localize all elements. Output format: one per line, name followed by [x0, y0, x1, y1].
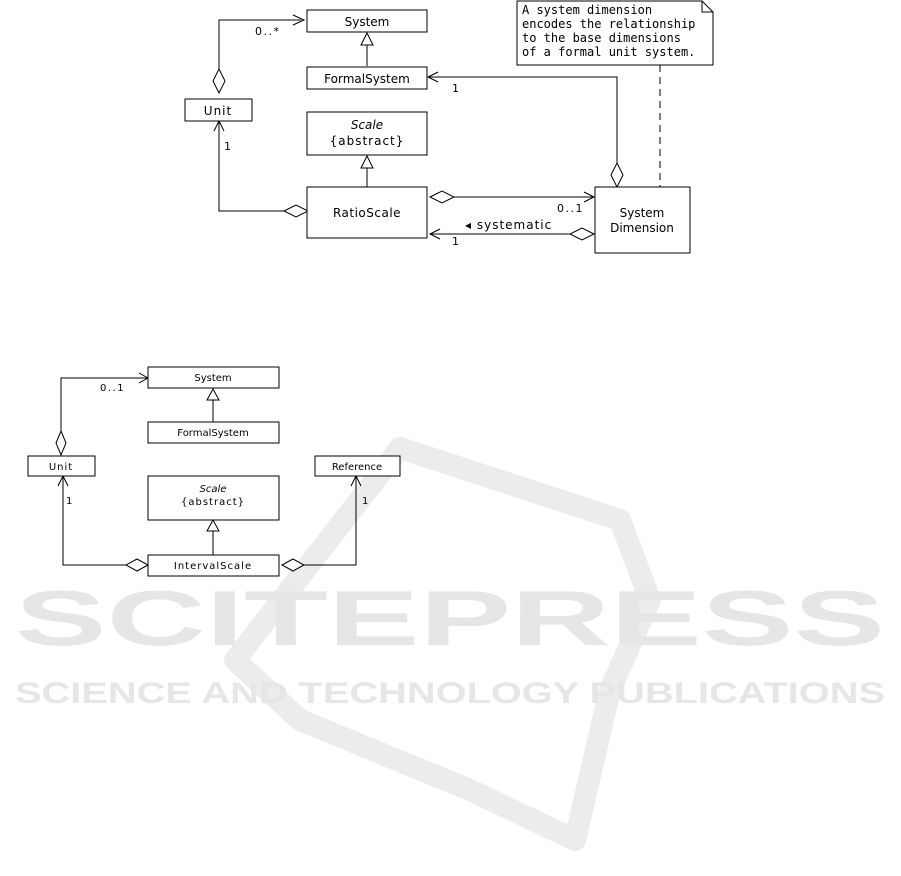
generalization-formal-system: [206, 387, 220, 422]
note-line: to the base dimensions: [522, 31, 681, 45]
class-system: System: [306, 9, 428, 33]
class-unit: Unit: [184, 98, 253, 122]
class-system: System: [147, 366, 280, 389]
aggregation-diamond: [282, 204, 310, 218]
generalization-interval-scale: [206, 518, 220, 555]
aggregation-diamond: [212, 67, 226, 95]
association-sysdim-ratio: [428, 227, 596, 241]
aggregation-diamond: [428, 190, 456, 204]
class-formal-system: FormalSystem: [147, 421, 280, 444]
generalization-ratio-scale: [360, 154, 374, 187]
aggregation-diamond: [55, 429, 67, 457]
generalization-triangle: [206, 518, 220, 532]
association-ratio-sysdim: [428, 190, 596, 204]
aggregation-diamond: [280, 558, 306, 572]
aggregation-diamond: [568, 227, 596, 241]
class-name: FormalSystem: [324, 72, 410, 86]
association-interval-reference: [280, 474, 362, 572]
multiplicity-label: 1: [362, 496, 368, 507]
note-system-dimension: A system dimension encodes the relations…: [516, 0, 714, 66]
class-name: Unit: [204, 104, 232, 118]
navigation-arrow: [428, 228, 441, 240]
aggregation-diamond: [124, 558, 150, 572]
class-reference: Reference: [314, 455, 401, 477]
class-name: System: [345, 15, 390, 29]
class-ratio-scale: RatioScale: [306, 186, 428, 239]
generalization-triangle: [360, 154, 374, 169]
diagram-interval-scale: System FormalSystem Unit Scale {abstract…: [27, 366, 401, 577]
class-name: System: [194, 373, 231, 384]
watermark-subtitle: SCIENCE AND TECHNOLOGY PUBLICATIONS: [15, 677, 885, 710]
association-ratio-unit: [213, 119, 310, 218]
multiplicity-label: 1: [452, 235, 459, 248]
multiplicity-label: 0..*: [255, 25, 281, 38]
association-unit-system: [55, 372, 150, 457]
generalization-triangle: [206, 387, 220, 401]
association-interval-unit: [57, 474, 150, 572]
association-label: ◂ systematic: [465, 218, 552, 232]
class-name-line2: Dimension: [610, 221, 674, 235]
class-scale: Scale {abstract}: [306, 111, 428, 156]
class-name-line1: System: [620, 206, 665, 220]
generalization-triangle: [360, 31, 374, 46]
class-unit: Unit: [27, 455, 96, 477]
note-line: of a formal unit system.: [522, 45, 695, 59]
class-name: Reference: [332, 462, 382, 473]
class-interval-scale: IntervalScale: [147, 554, 280, 577]
multiplicity-label: 1: [452, 82, 459, 95]
class-name: Unit: [49, 462, 73, 473]
multiplicity-label: 0..1: [100, 383, 125, 394]
class-name: FormalSystem: [177, 428, 248, 439]
note-line: A system dimension: [522, 3, 652, 17]
navigation-arrow: [426, 71, 439, 83]
multiplicity-label: 1: [66, 496, 72, 507]
watermark-swoosh: [224, 437, 661, 851]
class-stereotype: {abstract}: [330, 134, 405, 148]
class-stereotype: {abstract}: [181, 497, 245, 508]
class-name: RatioScale: [333, 206, 401, 220]
association-unit-system: [212, 14, 306, 95]
class-system-dimension: System Dimension: [594, 186, 691, 254]
navigation-arrow: [583, 191, 596, 203]
class-scale: Scale {abstract}: [147, 475, 280, 521]
multiplicity-label: 1: [224, 140, 231, 153]
association-line: [218, 19, 301, 85]
class-name: Scale: [351, 118, 383, 132]
association-sysdim-formal: [426, 71, 624, 189]
navigation-arrow: [292, 14, 306, 26]
class-name: Scale: [200, 484, 227, 495]
watermark: SCITEPRESS SCIENCE AND TECHNOLOGY PUBLIC…: [15, 437, 885, 851]
class-formal-system: FormalSystem: [306, 66, 428, 90]
diagram-ratio-scale: System FormalSystem Unit Scale {abstract…: [184, 0, 714, 254]
generalization-formal-system: [360, 31, 374, 66]
aggregation-diamond: [610, 161, 624, 189]
multiplicity-label: 0..1: [557, 202, 584, 215]
watermark-title: SCITEPRESS: [15, 574, 885, 662]
note-line: encodes the relationship: [522, 17, 695, 31]
class-name: IntervalScale: [174, 561, 252, 572]
